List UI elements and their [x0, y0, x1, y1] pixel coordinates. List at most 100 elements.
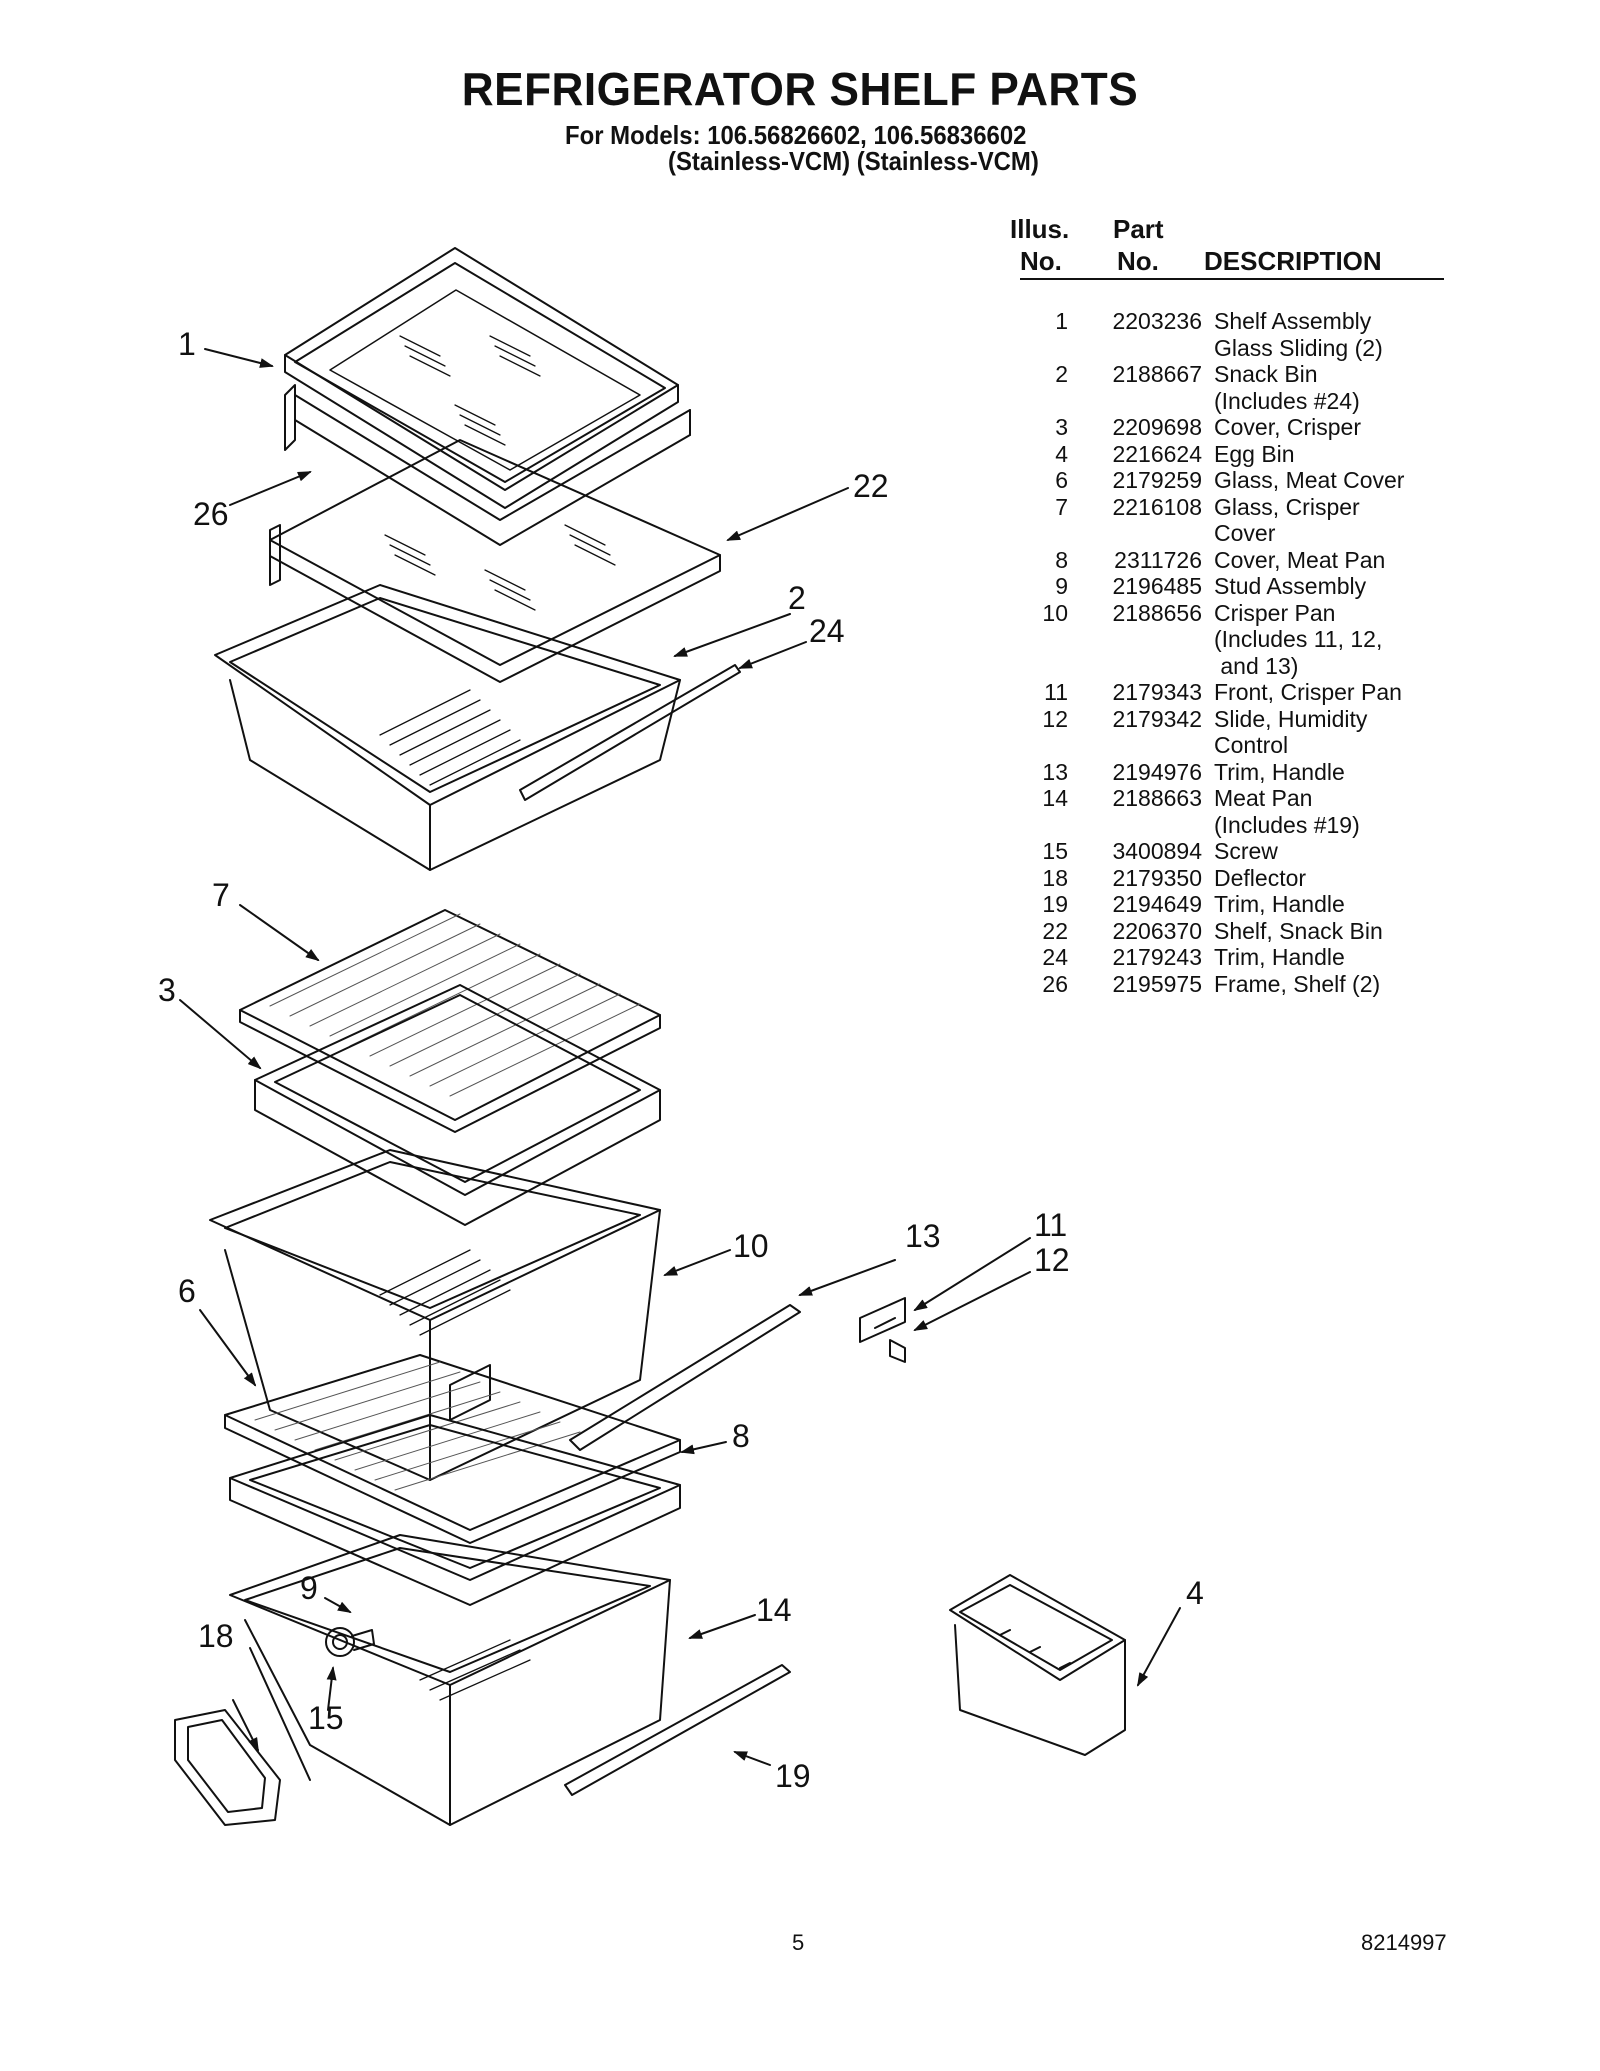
- callout-1: 1: [178, 326, 196, 362]
- glass-meat-cover: [224, 1354, 681, 1544]
- shelf-frame: [284, 384, 691, 546]
- callout-15: 15: [308, 1700, 344, 1736]
- illus-number: 26: [1042, 970, 1068, 997]
- part-number: 2209698: [1112, 414, 1202, 440]
- meat-pan: [229, 1534, 671, 1826]
- part-number: 3400894: [1112, 838, 1202, 864]
- parts-row: 15 3400894 Screw: [1000, 838, 1470, 865]
- illus-number: 24: [1042, 944, 1068, 970]
- humidity-control-slide: [859, 1297, 906, 1363]
- callout-22: 22: [853, 468, 889, 504]
- callout-leaders: [179, 348, 1181, 1781]
- header-part-top: Part: [1113, 214, 1164, 244]
- parts-row: 3 2209698 Cover, Crisper: [1000, 414, 1470, 441]
- parts-row: 24 2179243 Trim, Handle: [1000, 944, 1470, 971]
- parts-row: Control: [1000, 732, 1470, 759]
- callout-14: 14: [756, 1592, 792, 1628]
- part-description: Egg Bin: [1214, 440, 1295, 467]
- illus-number: 1: [1055, 308, 1068, 334]
- illus-number: 10: [1042, 599, 1068, 626]
- crisper-cover-frame: [254, 984, 661, 1226]
- part-description: Glass, Meat Cover: [1214, 467, 1405, 493]
- part-description: (Includes #19): [1214, 811, 1360, 838]
- part-description: Cover, Meat Pan: [1214, 546, 1386, 573]
- part-number: 2194976: [1112, 758, 1202, 785]
- illus-number: 11: [1044, 679, 1068, 705]
- deflector: [174, 1709, 281, 1826]
- callout-3: 3: [158, 972, 176, 1008]
- callout-12: 12: [1034, 1242, 1070, 1278]
- callout-2: 2: [788, 580, 806, 616]
- part-description: Snack Bin: [1214, 361, 1318, 387]
- part-description: (Includes #24): [1214, 387, 1360, 414]
- parts-row: 7 2216108 Glass, Crisper: [1000, 494, 1470, 521]
- crisper-handle-trim: [569, 1304, 801, 1451]
- parts-row: (Includes 11, 12,: [1000, 626, 1470, 653]
- part-description: Meat Pan: [1214, 785, 1313, 811]
- part-description: Glass, Crisper: [1214, 493, 1360, 520]
- glass-shelf-assembly: [284, 247, 679, 509]
- part-description: Trim, Handle: [1214, 944, 1345, 970]
- illus-number: 4: [1055, 440, 1068, 467]
- illus-number: 13: [1042, 758, 1068, 785]
- meat-pan-cover: [229, 1414, 681, 1606]
- parts-row: and 13): [1000, 653, 1470, 680]
- page-title: REFRIGERATOR SHELF PARTS: [461, 63, 1139, 115]
- part-number: 2203236: [1112, 308, 1202, 334]
- part-number: 2188667: [1112, 361, 1202, 387]
- part-description: Stud Assembly: [1214, 573, 1367, 599]
- parts-row: (Includes #19): [1000, 812, 1470, 839]
- page-number: 5: [792, 1930, 805, 1955]
- parts-row: 1 2203236 Shelf Assembly: [1000, 308, 1470, 335]
- part-description: Crisper Pan: [1214, 599, 1336, 626]
- callout-11: 11: [1034, 1207, 1068, 1243]
- header-divider: [1020, 278, 1444, 280]
- part-description: Control: [1214, 732, 1289, 758]
- illus-number: 6: [1055, 467, 1068, 493]
- part-number: 2194649: [1112, 891, 1202, 917]
- illus-number: 22: [1042, 917, 1068, 944]
- meat-pan-handle-trim: [564, 1664, 791, 1796]
- illus-number: 18: [1042, 864, 1068, 891]
- part-number: 2196485: [1112, 573, 1202, 599]
- document-code: 8214997: [1361, 1930, 1447, 1955]
- part-number: 2188656: [1112, 599, 1202, 626]
- callout-18: 18: [198, 1618, 234, 1654]
- parts-row: Glass Sliding (2): [1000, 335, 1470, 362]
- callout-4: 4: [1186, 1575, 1204, 1611]
- illus-number: 3: [1055, 414, 1068, 440]
- illus-number: 15: [1042, 838, 1068, 864]
- part-description: Slide, Humidity: [1214, 705, 1368, 732]
- callout-8: 8: [732, 1418, 750, 1454]
- illus-number: 14: [1042, 785, 1068, 811]
- header-illus-bottom: No.: [1020, 246, 1062, 276]
- part-description: (Includes 11, 12,: [1214, 626, 1383, 652]
- part-number: 2311726: [1114, 546, 1202, 573]
- part-number: 2179243: [1112, 944, 1202, 970]
- illus-number: 7: [1055, 493, 1068, 520]
- illus-number: 2: [1055, 361, 1068, 387]
- part-description: Deflector: [1214, 864, 1307, 891]
- part-description: Screw: [1214, 838, 1278, 864]
- callout-26: 26: [193, 496, 229, 532]
- callout-24: 24: [809, 613, 845, 649]
- part-description: Shelf Assembly: [1214, 308, 1372, 334]
- part-number: 2216108: [1112, 493, 1202, 520]
- header-part-bottom: No.: [1117, 246, 1159, 276]
- illus-number: 8: [1055, 546, 1068, 573]
- part-number: 2179259: [1112, 467, 1202, 493]
- part-description: Cover, Crisper: [1214, 414, 1361, 440]
- egg-bin: [949, 1574, 1126, 1756]
- part-number: 2179342: [1112, 705, 1202, 732]
- part-description: and 13): [1214, 652, 1299, 679]
- callout-19: 19: [775, 1758, 811, 1794]
- callout-13: 13: [905, 1218, 941, 1254]
